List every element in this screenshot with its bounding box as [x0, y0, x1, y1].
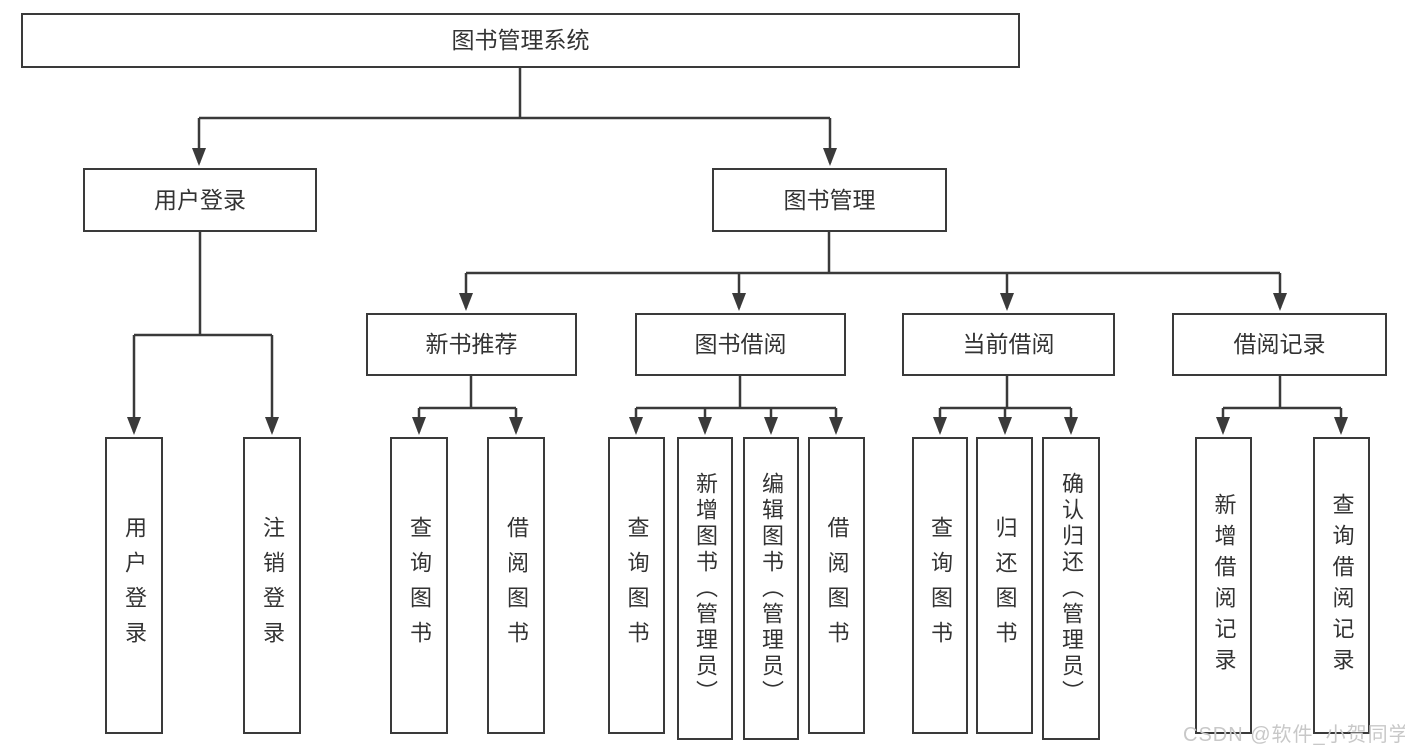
leaf-query-books-current: 查询图书 [912, 437, 968, 734]
node-current-borrow: 当前借阅 [902, 313, 1115, 376]
node-root-system: 图书管理系统 [21, 13, 1020, 68]
leaf-query-borrow-record: 查询借阅记录 [1313, 437, 1370, 734]
leaf-edit-books-admin: 编辑图书（管理员） [743, 437, 799, 740]
leaf-return-books: 归还图书 [976, 437, 1033, 734]
node-new-book-recommend: 新书推荐 [366, 313, 577, 376]
connector-skeleton [134, 68, 1341, 410]
node-book-management: 图书管理 [712, 168, 947, 232]
leaf-add-borrow-record: 新增借阅记录 [1195, 437, 1252, 734]
node-book-borrow: 图书借阅 [635, 313, 846, 376]
leaf-logout: 注销登录 [243, 437, 301, 734]
csdn-watermark: CSDN @软件_小贺同学 [1183, 724, 1405, 746]
leaf-borrow-books: 借阅图书 [808, 437, 865, 734]
node-borrow-records: 借阅记录 [1172, 313, 1387, 376]
leaf-user-login: 用户登录 [105, 437, 163, 734]
leaf-query-books-recommend: 查询图书 [390, 437, 448, 734]
leaf-add-books-admin: 新增图书（管理员） [677, 437, 733, 740]
leaf-confirm-return-admin: 确认归还（管理员） [1042, 437, 1100, 740]
node-user-login: 用户登录 [83, 168, 317, 232]
leaf-borrow-books-recommend: 借阅图书 [487, 437, 545, 734]
leaf-query-books-borrow: 查询图书 [608, 437, 665, 734]
